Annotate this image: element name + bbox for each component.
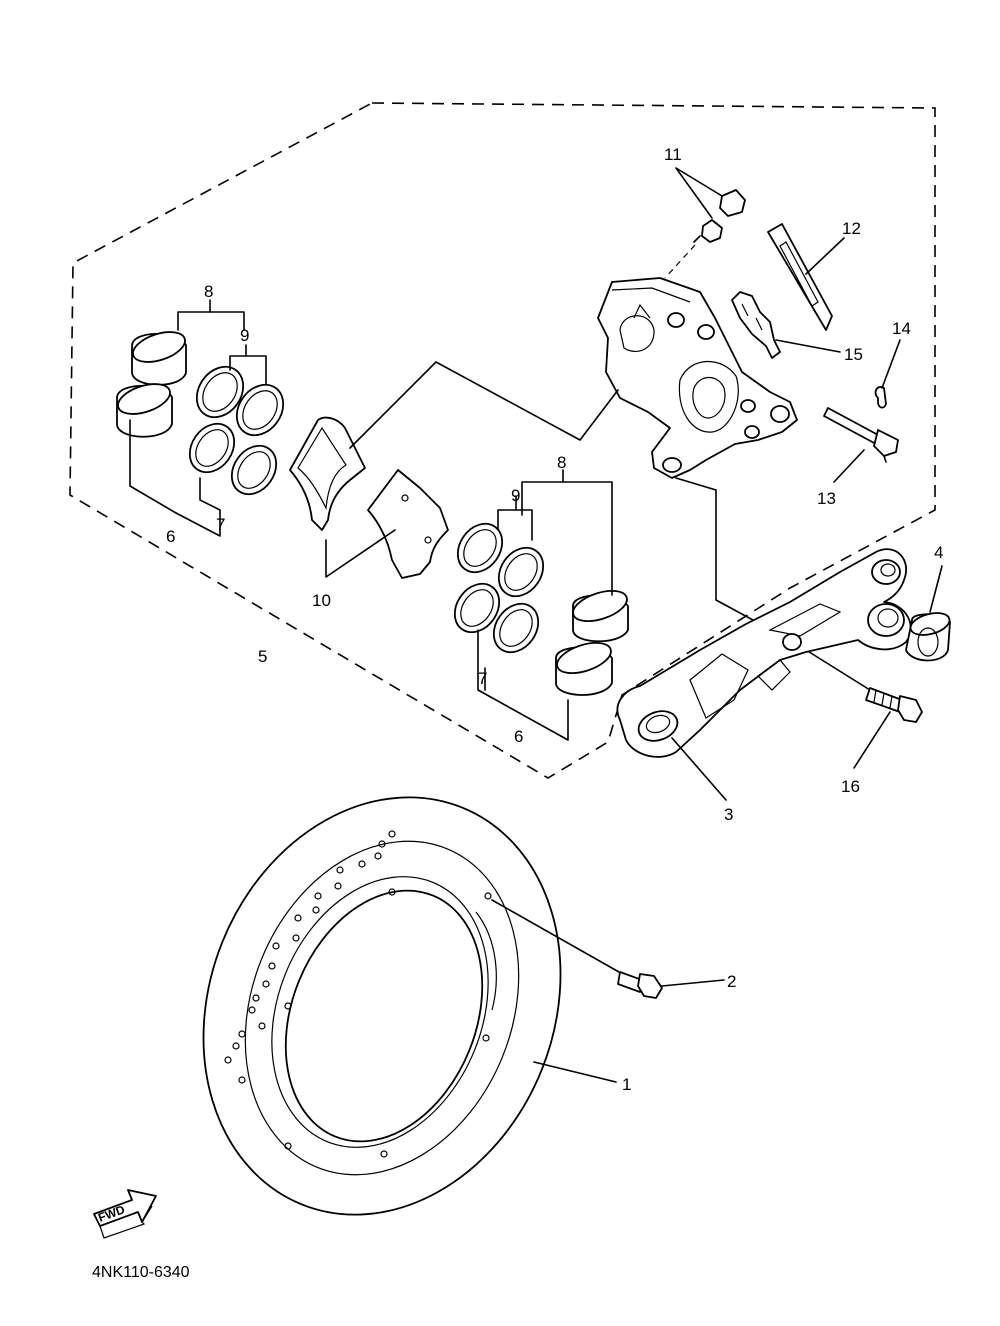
callout-15: 15	[844, 345, 863, 364]
caliper-body	[597, 277, 798, 479]
disc-drill-holes	[224, 830, 492, 1158]
callout-lines-11	[675, 167, 723, 219]
callout-line-2	[661, 979, 725, 987]
callout-5: 5	[258, 647, 267, 666]
callout-9-left: 9	[240, 326, 249, 345]
brake-pads	[289, 416, 449, 579]
callout-1: 1	[622, 1075, 631, 1094]
clip	[874, 386, 887, 409]
callout-line-10	[325, 529, 396, 578]
caliper-assembly-boundary	[69, 102, 936, 779]
forward-arrow-icon: FWD	[93, 1189, 157, 1239]
caliper-bracket	[616, 548, 912, 758]
disc-bolt-leader	[491, 899, 627, 977]
callout-line-16	[853, 711, 891, 769]
callout-6-left: 6	[166, 527, 175, 546]
pad-spring	[731, 291, 781, 359]
callout-9-right: 9	[511, 486, 520, 505]
callout-7-right: 7	[478, 669, 487, 688]
callout-line-3	[671, 737, 727, 801]
pad-shim	[767, 223, 833, 331]
collar	[905, 612, 951, 662]
callout-line-12	[805, 237, 845, 275]
callout-8-left: 8	[204, 282, 213, 301]
callout-13: 13	[817, 489, 836, 508]
callout-6-right: 6	[514, 727, 523, 746]
callout-8-right: 8	[557, 453, 566, 472]
callout-line-15	[775, 339, 841, 353]
callout-7-left: 7	[216, 515, 225, 534]
callout-16: 16	[841, 777, 860, 796]
bleed-screw	[664, 189, 746, 279]
right-seals	[453, 522, 545, 654]
bracket-bolt	[865, 687, 923, 723]
left-callout-brackets	[129, 299, 267, 537]
pad-pin	[823, 407, 899, 463]
caliper-to-pads-line	[349, 361, 619, 449]
callout-2: 2	[727, 972, 736, 991]
brake-disc	[202, 796, 562, 1216]
right-pistons	[555, 590, 629, 696]
caliper-bracket-link	[675, 477, 871, 691]
callout-11: 11	[664, 145, 682, 164]
right-callout-brackets	[477, 469, 613, 741]
callout-14: 14	[892, 319, 911, 338]
left-pistons	[116, 331, 187, 438]
callout-line-1	[533, 1061, 617, 1083]
callout-3: 3	[724, 805, 733, 824]
callout-line-14	[881, 339, 901, 389]
callout-line-13	[833, 449, 865, 483]
left-seals	[188, 365, 285, 496]
callout-line-4	[929, 565, 943, 613]
callout-12: 12	[842, 219, 861, 238]
diagram-code: 4NK110-6340	[92, 1264, 190, 1281]
disc-bolt	[617, 971, 663, 999]
callout-10: 10	[312, 591, 331, 610]
callout-4: 4	[934, 543, 943, 562]
